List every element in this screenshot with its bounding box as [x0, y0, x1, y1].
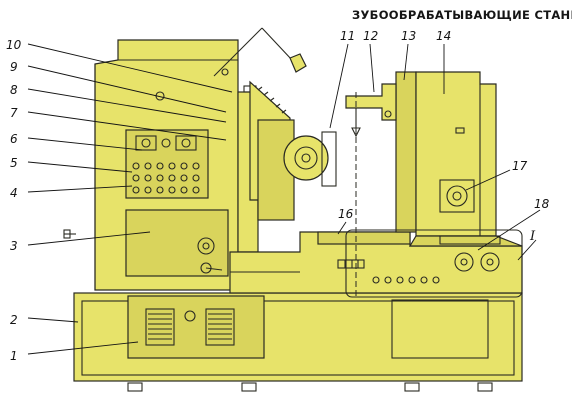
- work-table: [317, 231, 411, 245]
- index-plate-frame: [439, 179, 475, 213]
- foot-mid-left: [241, 382, 257, 392]
- foot-left: [127, 382, 143, 392]
- cabinet-door: [125, 209, 229, 277]
- callout-12: 12: [363, 29, 378, 43]
- handwheel-outer: [197, 237, 215, 255]
- callout-8: 8: [10, 83, 18, 97]
- foot-right: [477, 382, 493, 392]
- callout-18: 18: [534, 197, 550, 211]
- callout-5: 5: [10, 156, 18, 170]
- base-gauge: [184, 310, 196, 322]
- bed-knobs: [372, 276, 440, 284]
- work-lamp: [289, 53, 307, 73]
- page-header: ЗУБООБРАБАТЫВАЮЩИЕ СТАНКИ: [352, 8, 572, 22]
- index-plate: [446, 185, 468, 207]
- cabinet-fastener-top: [221, 68, 229, 76]
- callout-9: 9: [10, 60, 18, 74]
- base-grille-left: [145, 308, 175, 346]
- detail-marker-label: I: [529, 229, 536, 244]
- callout-3: 3: [10, 239, 18, 253]
- callout-17: 17: [512, 159, 528, 173]
- callout-16: 16: [338, 207, 354, 221]
- callout-1: 1: [10, 349, 18, 363]
- callout-13: 13: [401, 29, 416, 43]
- detail-frame: [345, 229, 523, 298]
- callout-2: 2: [10, 313, 18, 327]
- workhead-column: [395, 71, 417, 233]
- tool-spindle: [301, 153, 311, 163]
- table-scale: [337, 259, 365, 269]
- cutter-slide: [321, 131, 337, 187]
- dial-scale: [257, 86, 287, 114]
- headstock-housing: [415, 71, 497, 237]
- callout-6: 6: [10, 132, 18, 146]
- callout-4: 4: [10, 186, 18, 200]
- work-spindle-arm: [345, 83, 397, 121]
- panel-buttons: [132, 135, 200, 194]
- crank-knob: [200, 262, 212, 274]
- callout-11: 11: [340, 29, 355, 43]
- callout-14: 14: [436, 29, 451, 43]
- tool-head-housing: [283, 135, 329, 181]
- guard-bar: [439, 235, 501, 245]
- feed-handwheel-left: [454, 252, 474, 272]
- base-inner-edge: [81, 300, 515, 376]
- headstock-slot: [455, 127, 465, 134]
- base-grille-right: [205, 308, 235, 346]
- leader-lines: [27, 43, 541, 355]
- feed-handwheel-right: [480, 252, 500, 272]
- callout-10: 10: [6, 38, 22, 52]
- base-panel-right: [391, 299, 489, 359]
- side-handle: [63, 229, 71, 239]
- foot-mid-right: [404, 382, 420, 392]
- base-door: [127, 295, 265, 359]
- callout-7: 7: [10, 106, 18, 120]
